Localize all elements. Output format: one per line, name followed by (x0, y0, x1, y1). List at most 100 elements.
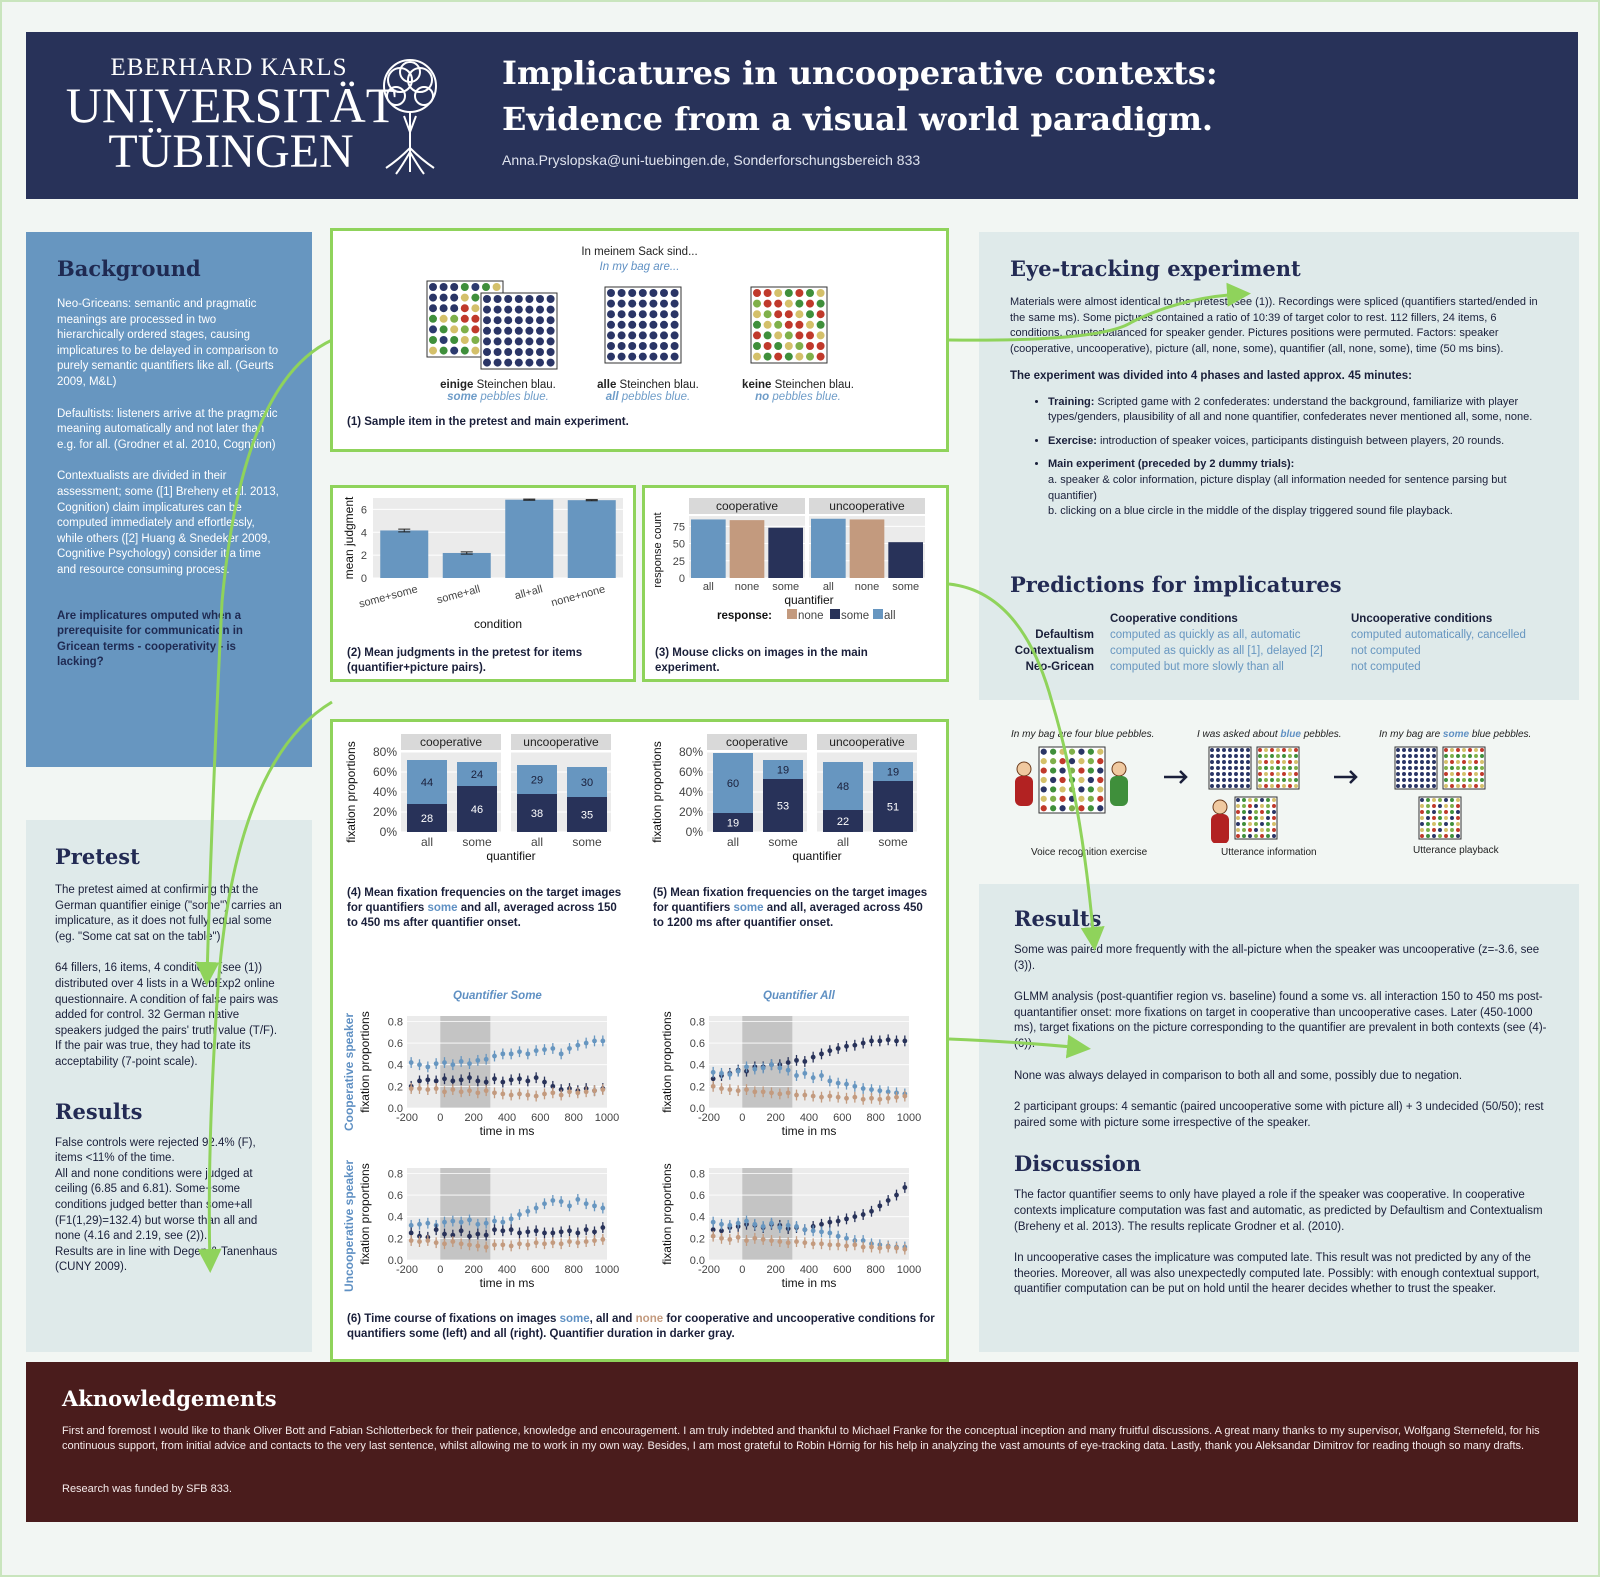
background-heading: Background (57, 256, 201, 281)
fig6-point-all (600, 1225, 606, 1230)
fig6-xtick: -200 (396, 1264, 418, 1276)
fig6-point-some (458, 1219, 464, 1225)
fig6-point-none (492, 1242, 497, 1248)
fig6-point-some (408, 1222, 414, 1228)
fig6-xlabel: time in ms (480, 1124, 535, 1138)
fig6-point-some (860, 1086, 866, 1091)
fig6-point-some (508, 1051, 514, 1057)
fig6-xtick: 0 (739, 1264, 745, 1276)
fig6-point-some (600, 1205, 606, 1211)
fig6-point-none (567, 1239, 572, 1244)
fig6-point-none (517, 1091, 522, 1097)
fig6-point-some (769, 1220, 774, 1226)
fig6-point-none (450, 1087, 456, 1092)
person-red-2 (1211, 799, 1229, 843)
pred-row-neogricean: Neo-Gricean (1025, 661, 1094, 673)
fig1-sentence: In meinem Sack sind... (581, 246, 698, 258)
fig6-point-some (450, 1062, 456, 1068)
fig6-xtick: 1000 (595, 1264, 619, 1276)
fig6-xlabel: time in ms (480, 1276, 535, 1290)
fig3-legend-label: some (841, 610, 869, 622)
procedure-drawing (1015, 746, 1486, 843)
fig4-label-bottom: 46 (471, 804, 483, 816)
fig5-label-top: 48 (837, 781, 849, 793)
fig6-point-some (827, 1230, 833, 1236)
fig6-point-some (735, 1220, 741, 1226)
fig6-ytick: 0.8 (388, 1016, 403, 1028)
fig6-point-some (819, 1073, 824, 1078)
fig4-strip (511, 734, 611, 750)
fig6-point-some (785, 1067, 791, 1073)
fig3-strip-label: cooperative (716, 499, 778, 513)
fig2-errorbar (398, 528, 411, 533)
fig6-point-some (442, 1060, 447, 1065)
fig6-point-some (827, 1078, 833, 1084)
fig3-strip (809, 498, 925, 514)
fig6-point-some (533, 1205, 539, 1211)
fig6-point-none (735, 1088, 741, 1094)
fig6-ytick: 0.8 (690, 1168, 705, 1180)
fig6-point-some (744, 1064, 749, 1070)
fig6-point-none (885, 1244, 891, 1250)
results-p4: 2 participant groups: 4 semantic (paired… (1014, 1101, 1544, 1129)
fig6-title-all: Quantifier All (763, 990, 835, 1002)
fig5-xlabel: quantifier (792, 849, 841, 863)
fig4-bar-top (407, 760, 447, 804)
fig6-ytick: 0.2 (690, 1233, 705, 1245)
fig2-ytick: 6 (361, 504, 367, 516)
acknowledgements-section: Aknowledgements First and foremost I wou… (26, 1362, 1578, 1522)
fig5-bar-top (823, 762, 863, 810)
fig6-point-some (450, 1218, 456, 1224)
fig6-point-none (777, 1239, 783, 1244)
fig5-xtick: some (768, 835, 798, 849)
fig6-point-some (533, 1048, 539, 1054)
fig6-point-none (517, 1241, 522, 1247)
fig6-point-none (869, 1095, 874, 1101)
fig6-point-none (760, 1089, 766, 1095)
fig6-point-none (827, 1242, 833, 1248)
pretest-r3: Results are in line with Degen & Tanenha… (55, 1245, 278, 1274)
fig6-point-all (433, 1227, 439, 1233)
results-section: Results Some was paired more frequently … (979, 884, 1579, 1352)
fig6-point-all (852, 1042, 858, 1048)
fig6-point-some (810, 1228, 816, 1234)
fig4-bar-bottom (517, 794, 557, 832)
fig6-point-some (575, 1042, 581, 1048)
fig2-caption: (2) Mean judgments in the pretest for it… (347, 647, 583, 674)
grid-some-b (480, 292, 558, 370)
fig6-point-all (550, 1083, 556, 1089)
fig3-xtick: some (892, 581, 919, 593)
fig6-point-none (408, 1086, 414, 1091)
fig6-title-some: Quantifier Some (453, 990, 542, 1002)
pred-row-defaultism: Defaultism (1035, 629, 1094, 641)
fig4-bar-bottom (457, 786, 497, 832)
fig6-point-all (542, 1079, 547, 1085)
fig6-point-some (442, 1219, 447, 1225)
fig4-chart: cooperative2844all4624someuncooperative3… (344, 734, 611, 863)
fig1-pebble-pictures (426, 280, 828, 370)
fig6-point-all (450, 1078, 456, 1084)
fig6-point-some (567, 1203, 572, 1209)
fig6-point-all (894, 1038, 899, 1044)
fig6-point-none (794, 1092, 799, 1098)
fig6-point-none (902, 1093, 908, 1099)
fig4-ytick: 80% (373, 745, 397, 759)
fig6-point-some (844, 1235, 849, 1241)
fig6-point-all (492, 1076, 497, 1082)
fig6-point-some (710, 1069, 716, 1075)
fig6-xtick: -200 (396, 1112, 418, 1124)
phase-main: Main experiment (preceded by 2 dummy tri… (1048, 457, 1547, 519)
fig6-point-some (777, 1225, 783, 1230)
fig5-bar-bottom (763, 779, 803, 832)
fig3-bar (888, 542, 923, 578)
fig3-legend-key (830, 609, 840, 619)
fig6-point-some (417, 1221, 422, 1227)
fig6-point-none (752, 1235, 758, 1241)
fig6-point-none (417, 1086, 422, 1091)
fig4-xtick: some (572, 835, 602, 849)
fig6-point-some (467, 1061, 472, 1067)
fig3-xtick: none (735, 581, 759, 593)
eyetracking-heading: Eye-tracking experiment (1010, 256, 1301, 281)
fig4-label-bottom: 28 (421, 813, 433, 825)
fig3-legend-key (787, 609, 797, 619)
